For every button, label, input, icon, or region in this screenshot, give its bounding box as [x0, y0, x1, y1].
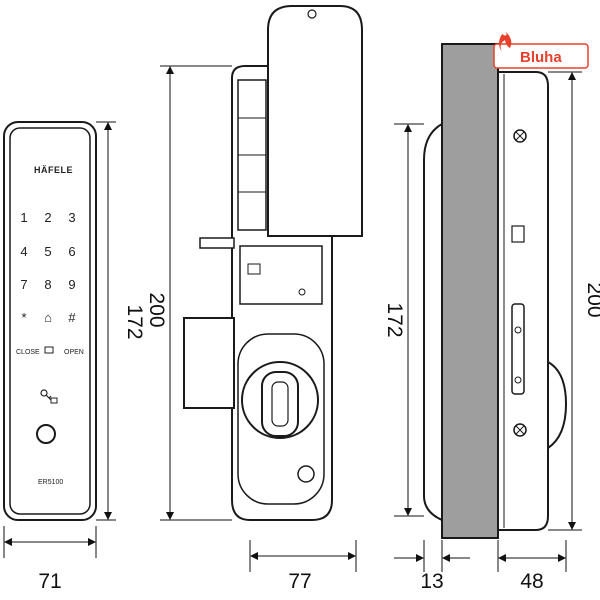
key-7[interactable]: 7 [20, 277, 27, 292]
rear-thickness-value: 13 [420, 570, 443, 593]
bluha-logo: Bluha [493, 32, 589, 69]
key-star[interactable]: * [21, 310, 26, 325]
rear-body-profile [497, 71, 549, 531]
key-4[interactable]: 4 [20, 244, 27, 259]
front-inner-panel [9, 127, 91, 515]
fingerprint-sensor[interactable] [36, 424, 56, 444]
front-view: HÄFELE 1 2 3 4 5 6 7 8 9 * ⌂ # CLOSE OPE… [3, 121, 146, 593]
rear-height-value: 172 [383, 302, 406, 337]
front-height-value: 172 [123, 304, 146, 339]
handle-stub [199, 237, 235, 249]
slot-plate [511, 303, 525, 395]
door-section [441, 43, 499, 539]
slot-screw-bottom [514, 376, 522, 384]
front-width-value: 71 [38, 570, 61, 593]
close-label[interactable]: CLOSE [16, 349, 40, 356]
screw-icon-top [513, 129, 527, 143]
key-2[interactable]: 2 [44, 210, 51, 225]
key-3[interactable]: 3 [68, 210, 75, 225]
thumbturn-profile [547, 360, 568, 450]
thumbturn-grip [271, 381, 289, 427]
latch-bolt [183, 317, 235, 409]
side-depth-value: 77 [288, 570, 311, 593]
rear-depth-value: 48 [520, 570, 543, 593]
key-9[interactable]: 9 [68, 277, 75, 292]
board-connector [247, 263, 261, 275]
key-hash[interactable]: # [68, 310, 76, 325]
flame-icon [499, 32, 512, 52]
front-cap-profile [423, 122, 443, 522]
logo-frame [493, 43, 589, 69]
key-icon [40, 389, 58, 404]
side-height-value: 200 [145, 292, 168, 327]
screw-cross-bottom [515, 425, 525, 435]
screw-icon-bottom [513, 423, 527, 437]
key-8[interactable]: 8 [44, 277, 51, 292]
emergency-key-cover [297, 465, 315, 483]
cover-screw-icon [307, 9, 317, 19]
screw-cross-top [515, 131, 525, 141]
key-5[interactable]: 5 [44, 244, 51, 259]
slot-screw-top [514, 326, 522, 334]
card-icon [44, 346, 54, 354]
thumbturn-knob[interactable] [261, 371, 299, 437]
logo-text: Bluha [520, 49, 562, 66]
board-screw [298, 288, 306, 296]
battery-cover[interactable] [267, 5, 363, 237]
model-label: ER5100 [38, 479, 63, 486]
key-home[interactable]: ⌂ [44, 310, 52, 325]
front-outer-body [3, 121, 97, 521]
open-label[interactable]: OPEN [64, 349, 84, 356]
latch-tab [511, 225, 525, 243]
circuit-board [239, 245, 323, 305]
side-view: 200 77 [145, 5, 363, 593]
rear-total-height-value: 200 [583, 282, 600, 317]
key-1[interactable]: 1 [20, 210, 27, 225]
key-6[interactable]: 6 [68, 244, 75, 259]
keypad: 1 2 3 4 5 6 7 8 9 * ⌂ # [20, 210, 76, 325]
profile-view: 172 200 13 48 [383, 43, 600, 593]
brand-label: HÄFELE [34, 165, 73, 175]
